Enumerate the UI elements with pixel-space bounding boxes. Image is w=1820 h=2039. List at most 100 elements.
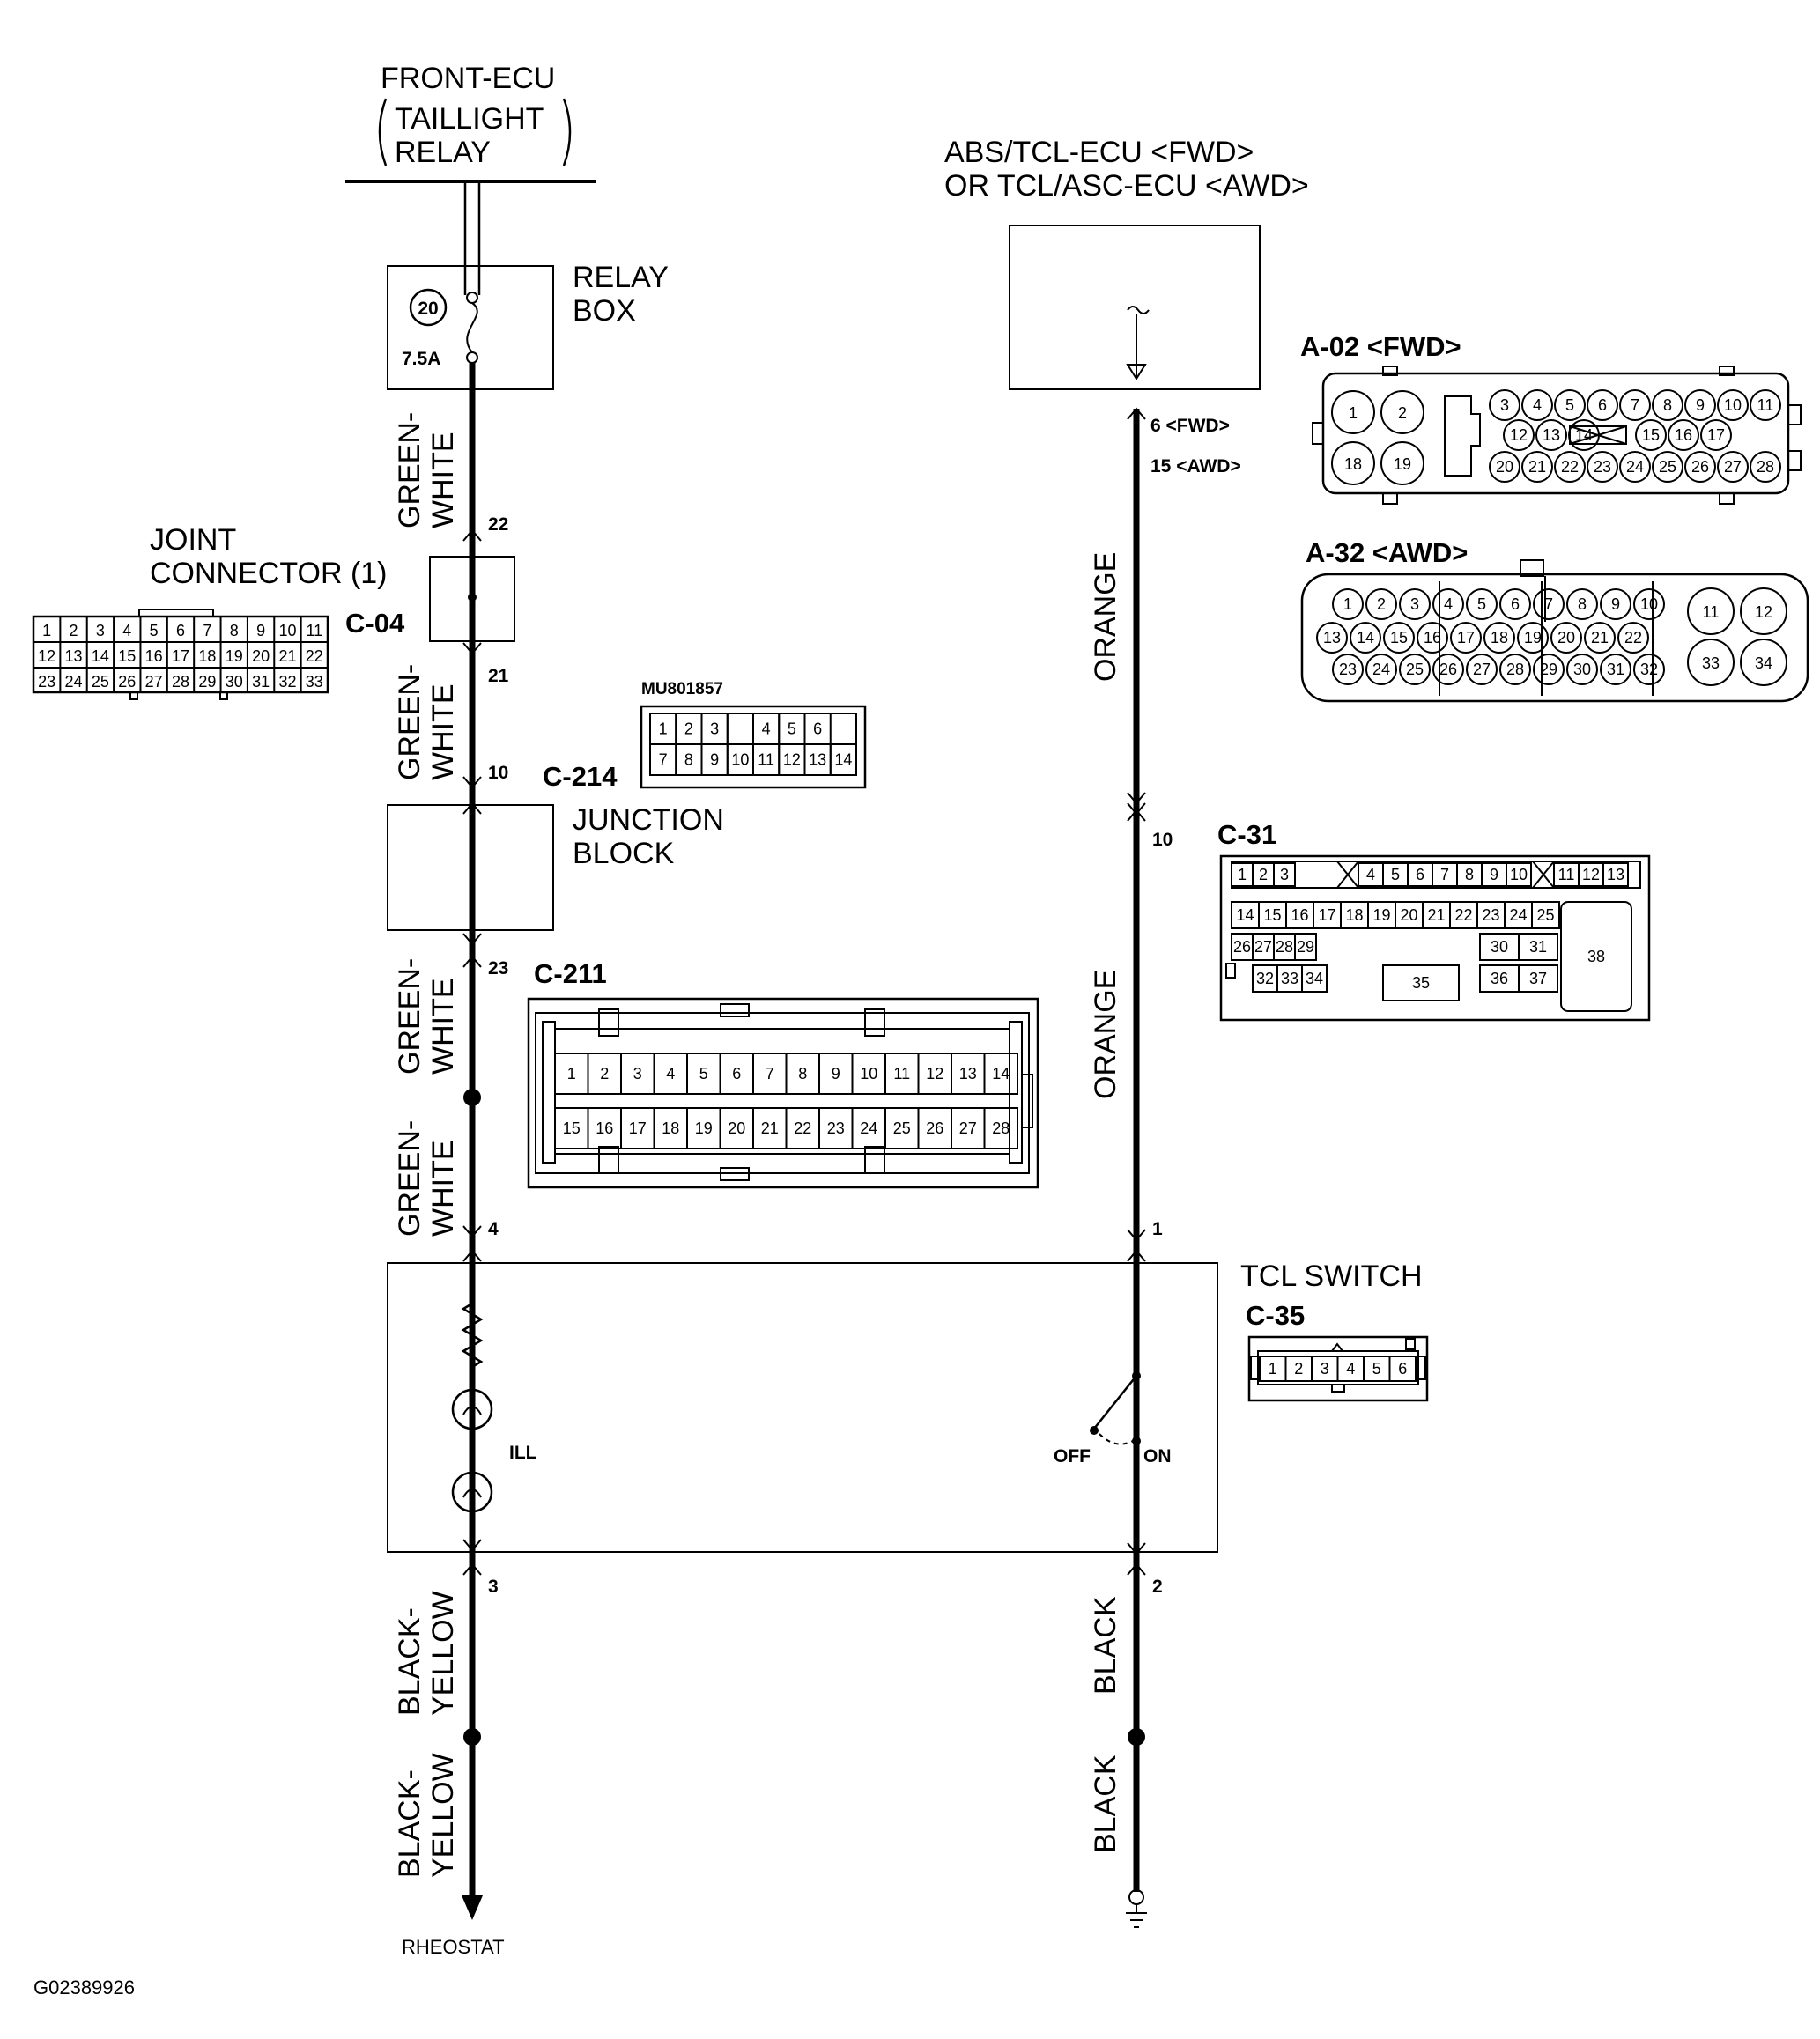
pin-number: 8 bbox=[1578, 595, 1587, 613]
pin-number: 26 bbox=[1439, 661, 1457, 678]
pin-number: 14 bbox=[1575, 426, 1593, 444]
lamp-upper-icon bbox=[451, 1388, 493, 1430]
pin1-chevron-b bbox=[1127, 1249, 1146, 1262]
svg-text:GREEN-: GREEN- bbox=[393, 664, 426, 780]
c211-id: C-211 bbox=[534, 958, 607, 989]
pin-number: 20 bbox=[728, 1119, 745, 1137]
pin-number: 11 bbox=[1558, 866, 1575, 883]
pin-3: 3 bbox=[488, 1577, 499, 1597]
junction-block-box bbox=[387, 804, 554, 931]
ecu-pin-chevron bbox=[1127, 407, 1146, 420]
joint-pin: 13 bbox=[65, 647, 83, 665]
left-paren bbox=[378, 98, 388, 166]
a02-big-pin bbox=[1380, 441, 1424, 485]
pin-number: 30 bbox=[1573, 661, 1591, 678]
joint-connector-id: C-04 bbox=[345, 608, 405, 639]
pin-number: 13 bbox=[959, 1065, 977, 1082]
pin-number: 30 bbox=[1491, 938, 1508, 956]
a32-big-pin bbox=[1687, 587, 1735, 635]
pin-number: 8 bbox=[1663, 396, 1672, 414]
pin-number: 6 bbox=[732, 1065, 741, 1082]
a02-pin bbox=[1700, 419, 1732, 451]
pin-number: 25 bbox=[893, 1119, 911, 1137]
c31-pin bbox=[1301, 964, 1328, 993]
pin-number: 11 bbox=[758, 751, 774, 769]
pin22-chevron bbox=[462, 528, 482, 542]
joint-pin: 18 bbox=[198, 647, 216, 665]
svg-text:WHITE: WHITE bbox=[426, 683, 460, 780]
pin-number: 7 bbox=[1440, 866, 1449, 883]
joint-pin: 33 bbox=[306, 673, 323, 691]
front-ecu-label: FRONT-ECU bbox=[381, 62, 555, 95]
c31-pin bbox=[1518, 933, 1558, 961]
pin-number: 18 bbox=[1491, 629, 1508, 646]
pin-number: 12 bbox=[926, 1065, 943, 1082]
joint-node-dot bbox=[468, 593, 477, 602]
pin2-chevron-a bbox=[1127, 1542, 1146, 1555]
joint-pin: 17 bbox=[172, 647, 189, 665]
svg-text:YELLOW: YELLOW bbox=[426, 1753, 460, 1878]
c211-pin bbox=[983, 1053, 1018, 1095]
on-label: ON bbox=[1143, 1446, 1172, 1466]
pin-number: 22 bbox=[1624, 629, 1642, 646]
pin-number: 15 bbox=[1263, 906, 1281, 924]
pin-number: 19 bbox=[1524, 629, 1542, 646]
a02-pin bbox=[1587, 451, 1618, 483]
pin-number: 20 bbox=[1400, 906, 1417, 924]
pin-number: 22 bbox=[794, 1119, 811, 1137]
pin-number: 5 bbox=[1565, 396, 1574, 414]
splice-dot-black bbox=[1128, 1728, 1145, 1746]
a32-pin bbox=[1600, 588, 1631, 620]
joint-pin: 5 bbox=[150, 622, 159, 639]
ecu-label-1: ABS/TCL-ECU <FWD> bbox=[944, 136, 1254, 169]
svg-text:GREEN-: GREEN- bbox=[393, 412, 426, 528]
pin-number: 8 bbox=[684, 751, 693, 769]
relay-label: RELAY bbox=[395, 136, 491, 169]
rheostat-label: RHEOSTAT bbox=[402, 1936, 505, 1958]
pin-number: 23 bbox=[827, 1119, 845, 1137]
pin-number: 5 bbox=[1372, 1360, 1381, 1378]
pin-number: 31 bbox=[1607, 661, 1624, 678]
a32-pin bbox=[1533, 654, 1565, 685]
pin-number: 1 bbox=[1238, 866, 1247, 883]
pin-number: 3 bbox=[1321, 1360, 1329, 1378]
pin-number: 24 bbox=[1509, 906, 1527, 924]
a32-pin bbox=[1566, 588, 1598, 620]
pin3-chevron-a bbox=[462, 1539, 482, 1552]
a32-pin bbox=[1316, 622, 1348, 654]
pin-number: 2 bbox=[1377, 595, 1386, 613]
fuse-element-icon bbox=[466, 302, 478, 353]
joint-pin: 3 bbox=[96, 622, 105, 639]
pin-number: 6 bbox=[1398, 1360, 1407, 1378]
fuse-terminal-top bbox=[466, 292, 478, 304]
c31-pin bbox=[1294, 933, 1317, 961]
pin-number: 27 bbox=[959, 1119, 977, 1137]
wire-label-black-1: BLACK bbox=[1089, 1596, 1122, 1695]
pin-number: 24 bbox=[1372, 661, 1390, 678]
a32-pin bbox=[1499, 654, 1531, 685]
joint-pin: 32 bbox=[278, 673, 296, 691]
a02-pin bbox=[1554, 451, 1586, 483]
splice-dot-green-white bbox=[463, 1089, 481, 1106]
pin-number: 8 bbox=[1465, 866, 1474, 883]
mu-part-number: MU801857 bbox=[641, 680, 723, 698]
pin-number: 15 bbox=[563, 1119, 581, 1137]
pin-number: 14 bbox=[992, 1065, 1010, 1082]
joint-pin: 15 bbox=[118, 647, 136, 665]
a02-pin bbox=[1503, 419, 1535, 451]
joint-pin: 29 bbox=[198, 673, 216, 691]
relay-box-label-2: BOX bbox=[573, 294, 636, 328]
pin-number: 13 bbox=[1543, 426, 1560, 444]
wire-label-green-white-2: GREEN- WHITE bbox=[393, 664, 460, 780]
pin-number: 9 bbox=[1611, 595, 1620, 613]
joint-pin: 2 bbox=[70, 622, 78, 639]
pin-number: 3 bbox=[633, 1065, 642, 1082]
figure-id: G02389926 bbox=[33, 1976, 135, 1998]
pin-number: 19 bbox=[1372, 906, 1390, 924]
joint-pin: 25 bbox=[92, 673, 109, 691]
c214-id: C-214 bbox=[543, 761, 618, 792]
pin-number: 14 bbox=[1236, 906, 1254, 924]
pin-number: 23 bbox=[1594, 458, 1611, 476]
pin-number: 1 bbox=[1269, 1360, 1277, 1378]
